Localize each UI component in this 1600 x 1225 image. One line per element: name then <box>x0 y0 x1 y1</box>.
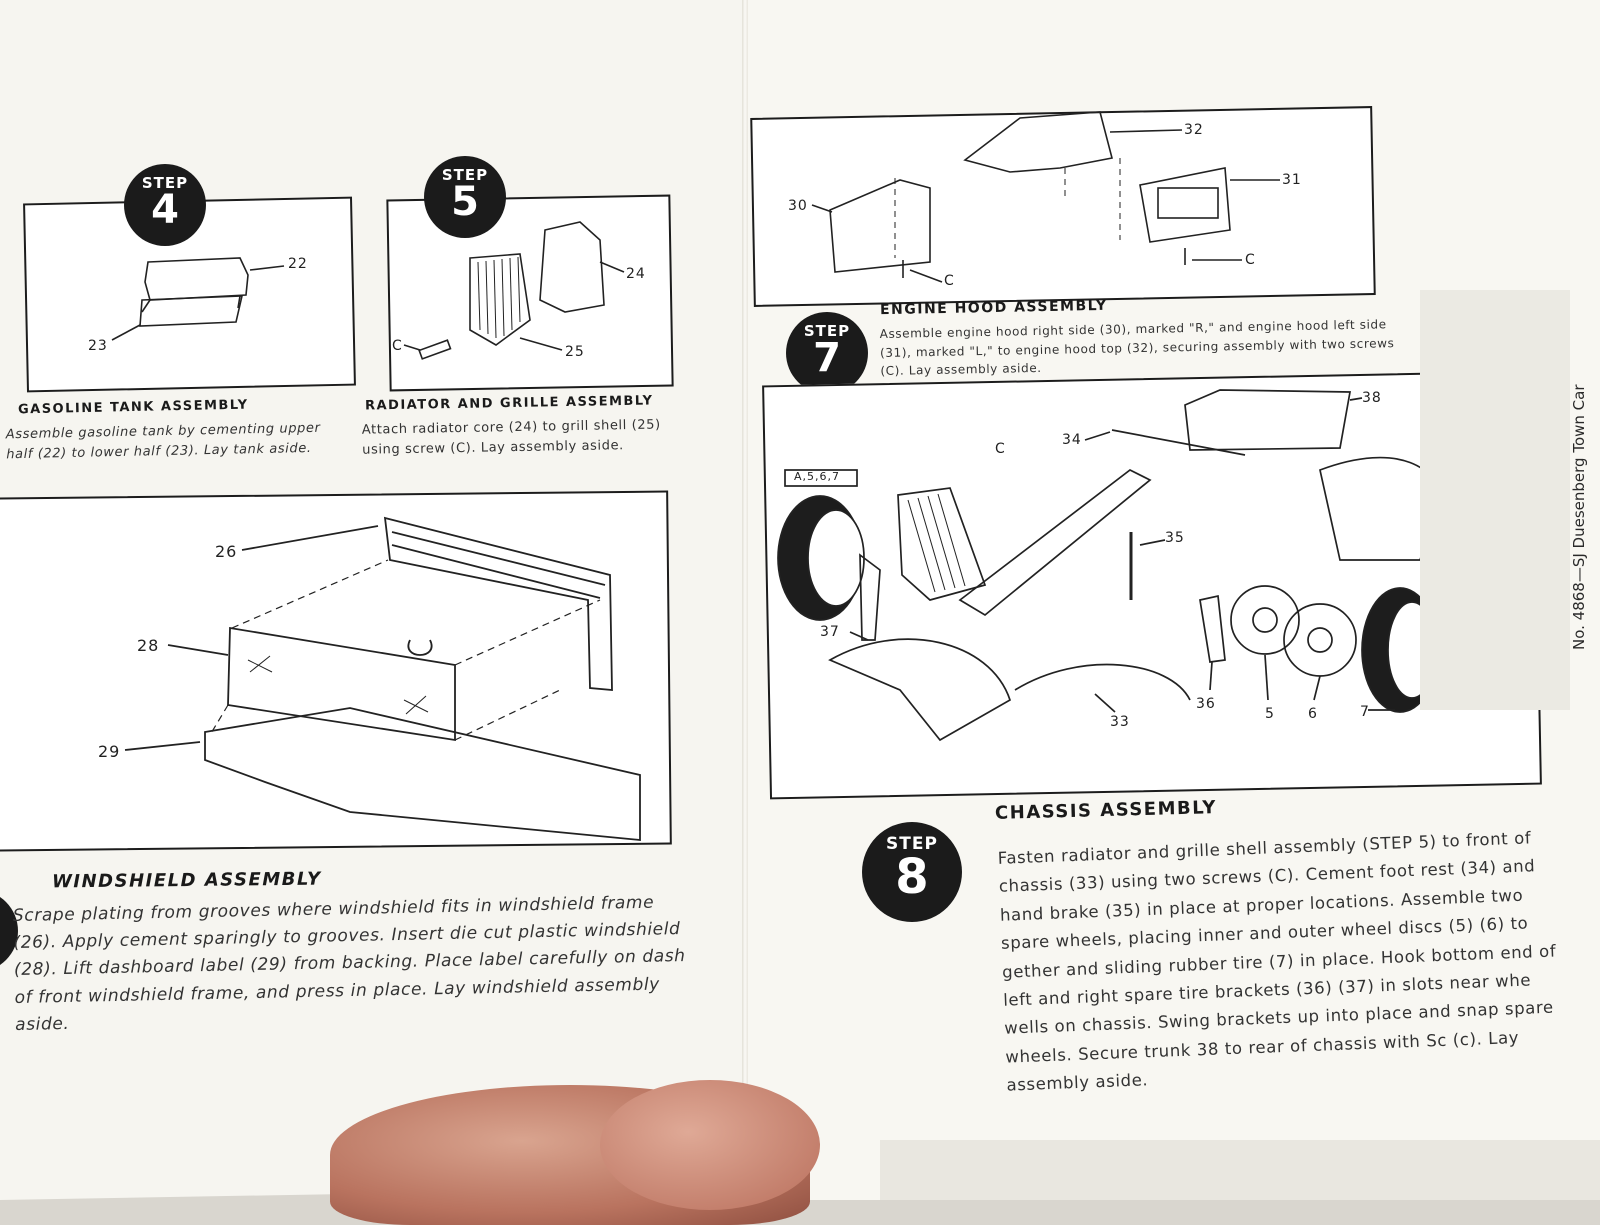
callout-c: C <box>1245 252 1256 268</box>
callout-23: 23 <box>88 338 108 354</box>
hood-left-side <box>1139 167 1231 243</box>
callout-37: 37 <box>820 624 840 640</box>
step8-badge: STEP 8 <box>862 822 962 922</box>
frame-rail <box>958 469 1152 617</box>
trunk <box>1184 389 1352 451</box>
step-word: STEP <box>803 322 851 340</box>
callout-32: 32 <box>1184 122 1204 138</box>
outer-wheel-disc <box>1283 603 1357 677</box>
label-box-text: A,5,6,7 <box>794 470 841 483</box>
callout-30: 30 <box>788 198 808 214</box>
hood-right-side <box>829 179 931 273</box>
step8-text: Fasten radiator and grille shell assembl… <box>997 828 1557 1095</box>
callout-29: 29 <box>98 742 121 761</box>
running-board <box>1014 663 1191 701</box>
windshield-frame <box>383 516 613 691</box>
thumb-tip <box>600 1080 820 1210</box>
hood-top <box>963 111 1113 173</box>
label-box <box>784 469 858 487</box>
callout-36: 36 <box>1196 696 1216 712</box>
dashboard-label <box>204 707 641 841</box>
front-fender <box>828 638 1012 742</box>
step4-drawing <box>111 257 285 341</box>
step5-drawing <box>403 221 625 360</box>
frame-mount <box>407 639 433 656</box>
step-word: STEP <box>886 834 938 854</box>
kit-number-text: No. 4868—SJ Duesenberg Town Car <box>1570 384 1588 650</box>
callout-22: 22 <box>288 256 308 272</box>
tire-bracket-36 <box>1199 594 1226 663</box>
radiator-grille <box>469 253 531 346</box>
step-number: 5 <box>451 179 479 225</box>
screw-c <box>418 339 452 360</box>
callout-35: 35 <box>1165 530 1185 546</box>
step-number: 8 <box>895 849 929 905</box>
callout-38: 38 <box>1362 390 1382 406</box>
callout-26: 26 <box>215 542 238 561</box>
callout-5: 5 <box>1265 706 1275 722</box>
callout-24: 24 <box>626 266 646 282</box>
radiator-core <box>539 221 605 313</box>
step5-badge: STEP 5 <box>424 156 506 238</box>
step4-badge: STEP 4 <box>124 164 206 246</box>
callout-7: 7 <box>1360 704 1370 720</box>
hood-louvers <box>1157 187 1219 219</box>
callout-6: 6 <box>1308 706 1318 722</box>
kit-number-strip: No. 4868—SJ Duesenberg Town Car <box>1420 290 1588 710</box>
next-page-edge <box>880 1140 1600 1200</box>
step7-drawing <box>811 111 1280 283</box>
callout-31: 31 <box>1282 172 1302 188</box>
step6-drawing <box>124 516 641 841</box>
tank-upper-half <box>144 257 249 301</box>
callout-34: 34 <box>1062 432 1082 448</box>
inner-wheel-disc <box>1230 585 1300 655</box>
callout-c: C <box>944 273 955 289</box>
page-fold <box>742 0 748 1200</box>
callout-25: 25 <box>565 344 585 360</box>
tire-bracket-37 <box>859 553 881 641</box>
step7-badge: STEP 7 <box>786 312 868 394</box>
tank-lower-half <box>139 295 244 327</box>
grille-on-chassis <box>897 487 987 601</box>
step-number: 4 <box>151 187 179 233</box>
callout-c: C <box>392 338 403 354</box>
step-number: 7 <box>813 335 841 381</box>
callout-33: 33 <box>1110 714 1130 730</box>
step-word: STEP <box>141 174 189 192</box>
callout-c: C <box>995 441 1006 457</box>
callout-28: 28 <box>137 636 160 655</box>
step-word: STEP <box>441 166 489 184</box>
